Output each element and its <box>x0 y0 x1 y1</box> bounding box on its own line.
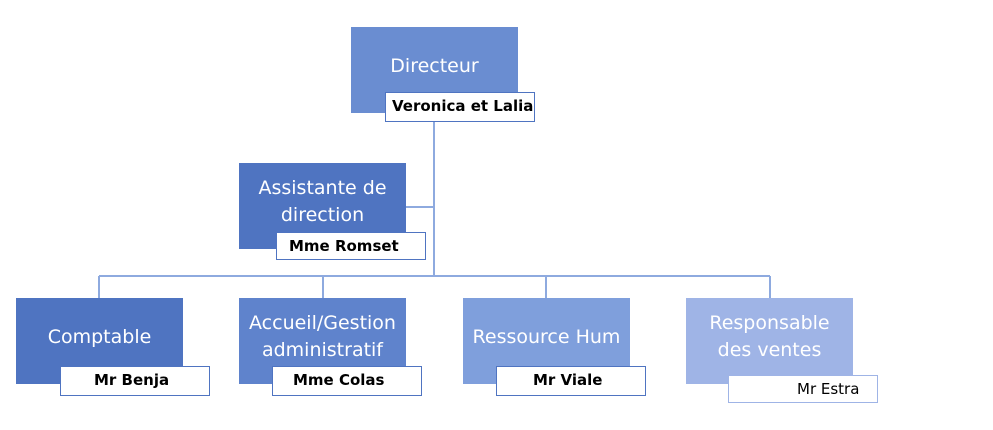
department-box-ventes[interactable]: Responsable des ventes <box>686 298 853 384</box>
department-name-label: Mr Viale <box>496 366 646 396</box>
department-role: Ressource Hum <box>472 326 621 348</box>
department-role: Accueil/Gestion administratif <box>249 312 396 361</box>
department-name-label: Mr Benja <box>60 366 210 396</box>
assistant-role: Assistante de direction <box>258 177 387 226</box>
department-role: Comptable <box>47 326 152 348</box>
assistant-name-label: Mme Romset <box>276 232 426 260</box>
department-name-label: Mr Estra <box>728 375 878 403</box>
director-name-label: Veronica et Lalia <box>385 92 535 122</box>
department-name-label: Mme Colas <box>272 366 422 396</box>
department-role: Responsable des ventes <box>709 312 830 361</box>
director-role: Directeur <box>390 55 479 77</box>
